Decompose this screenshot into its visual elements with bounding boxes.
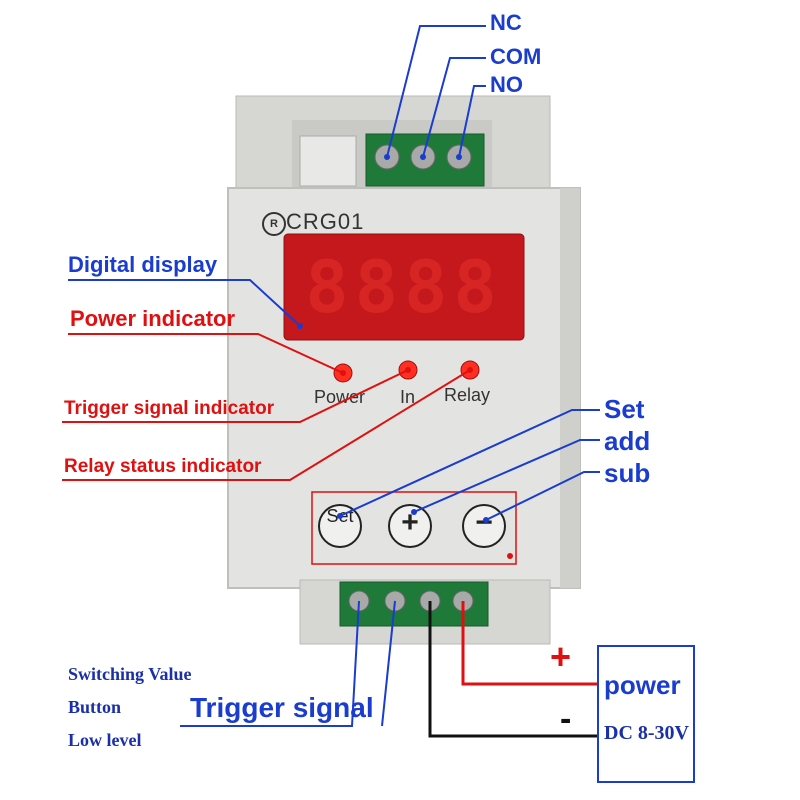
in-led-label: In: [400, 387, 416, 407]
brand-mark: R: [262, 212, 286, 236]
power-supply-label: power: [604, 670, 681, 700]
nc-callout-line: [386, 25, 486, 158]
relay-status-indicator-label: Relay status indicator: [64, 456, 262, 477]
switching-callout-line: [180, 600, 360, 727]
relay-led-label: Relay: [444, 385, 491, 405]
relay-indicator-callout-line: [62, 369, 471, 481]
sub-label: sub: [604, 458, 651, 488]
switching-value-label-line2: Button: [68, 697, 122, 717]
add-label: add: [604, 426, 651, 456]
positive-sign: +: [550, 636, 572, 677]
positive-wire: [461, 601, 598, 686]
negative-sign: -: [560, 700, 572, 738]
power-led-label: Power: [314, 387, 366, 407]
com-callout-line: [422, 57, 486, 158]
no-label: NO: [490, 72, 523, 97]
trigger-signal-indicator-label: Trigger signal indicator: [64, 398, 275, 419]
trigger-signal-callout-line: [381, 600, 396, 727]
model-label: CRG01: [286, 209, 365, 234]
negative-wire: [428, 601, 598, 738]
sub-button[interactable]: −: [462, 504, 506, 548]
switching-value-label-line3: Low level: [68, 730, 142, 750]
com-label: COM: [490, 44, 542, 69]
set-label: Set: [604, 394, 645, 424]
set-callout-line: [339, 409, 600, 517]
nc-label: NC: [490, 10, 522, 35]
power-indicator-label: Power indicator: [70, 306, 236, 331]
set-button[interactable]: Set: [318, 504, 362, 548]
switching-value-label-line1: Switching Value: [68, 664, 192, 684]
top-left-vent: [299, 135, 357, 187]
power-supply-box: [597, 645, 695, 783]
digital-display-callout-line: [68, 279, 301, 327]
power-supply-voltage: DC 8-30V: [604, 722, 689, 744]
power-indicator-callout-line: [68, 333, 344, 374]
sub-callout-line: [485, 471, 600, 521]
buttons-highlight-box: [311, 491, 517, 565]
trigger-signal-label: Trigger signal: [190, 692, 374, 723]
no-callout-line: [458, 85, 486, 158]
trigger-indicator-callout-line: [62, 369, 409, 423]
add-callout-line: [413, 439, 600, 513]
display-digits: 8888: [305, 245, 503, 329]
digital-display: [283, 233, 525, 341]
front-panel-side-shade: [560, 188, 580, 588]
digital-display-label: Digital display: [68, 252, 218, 277]
